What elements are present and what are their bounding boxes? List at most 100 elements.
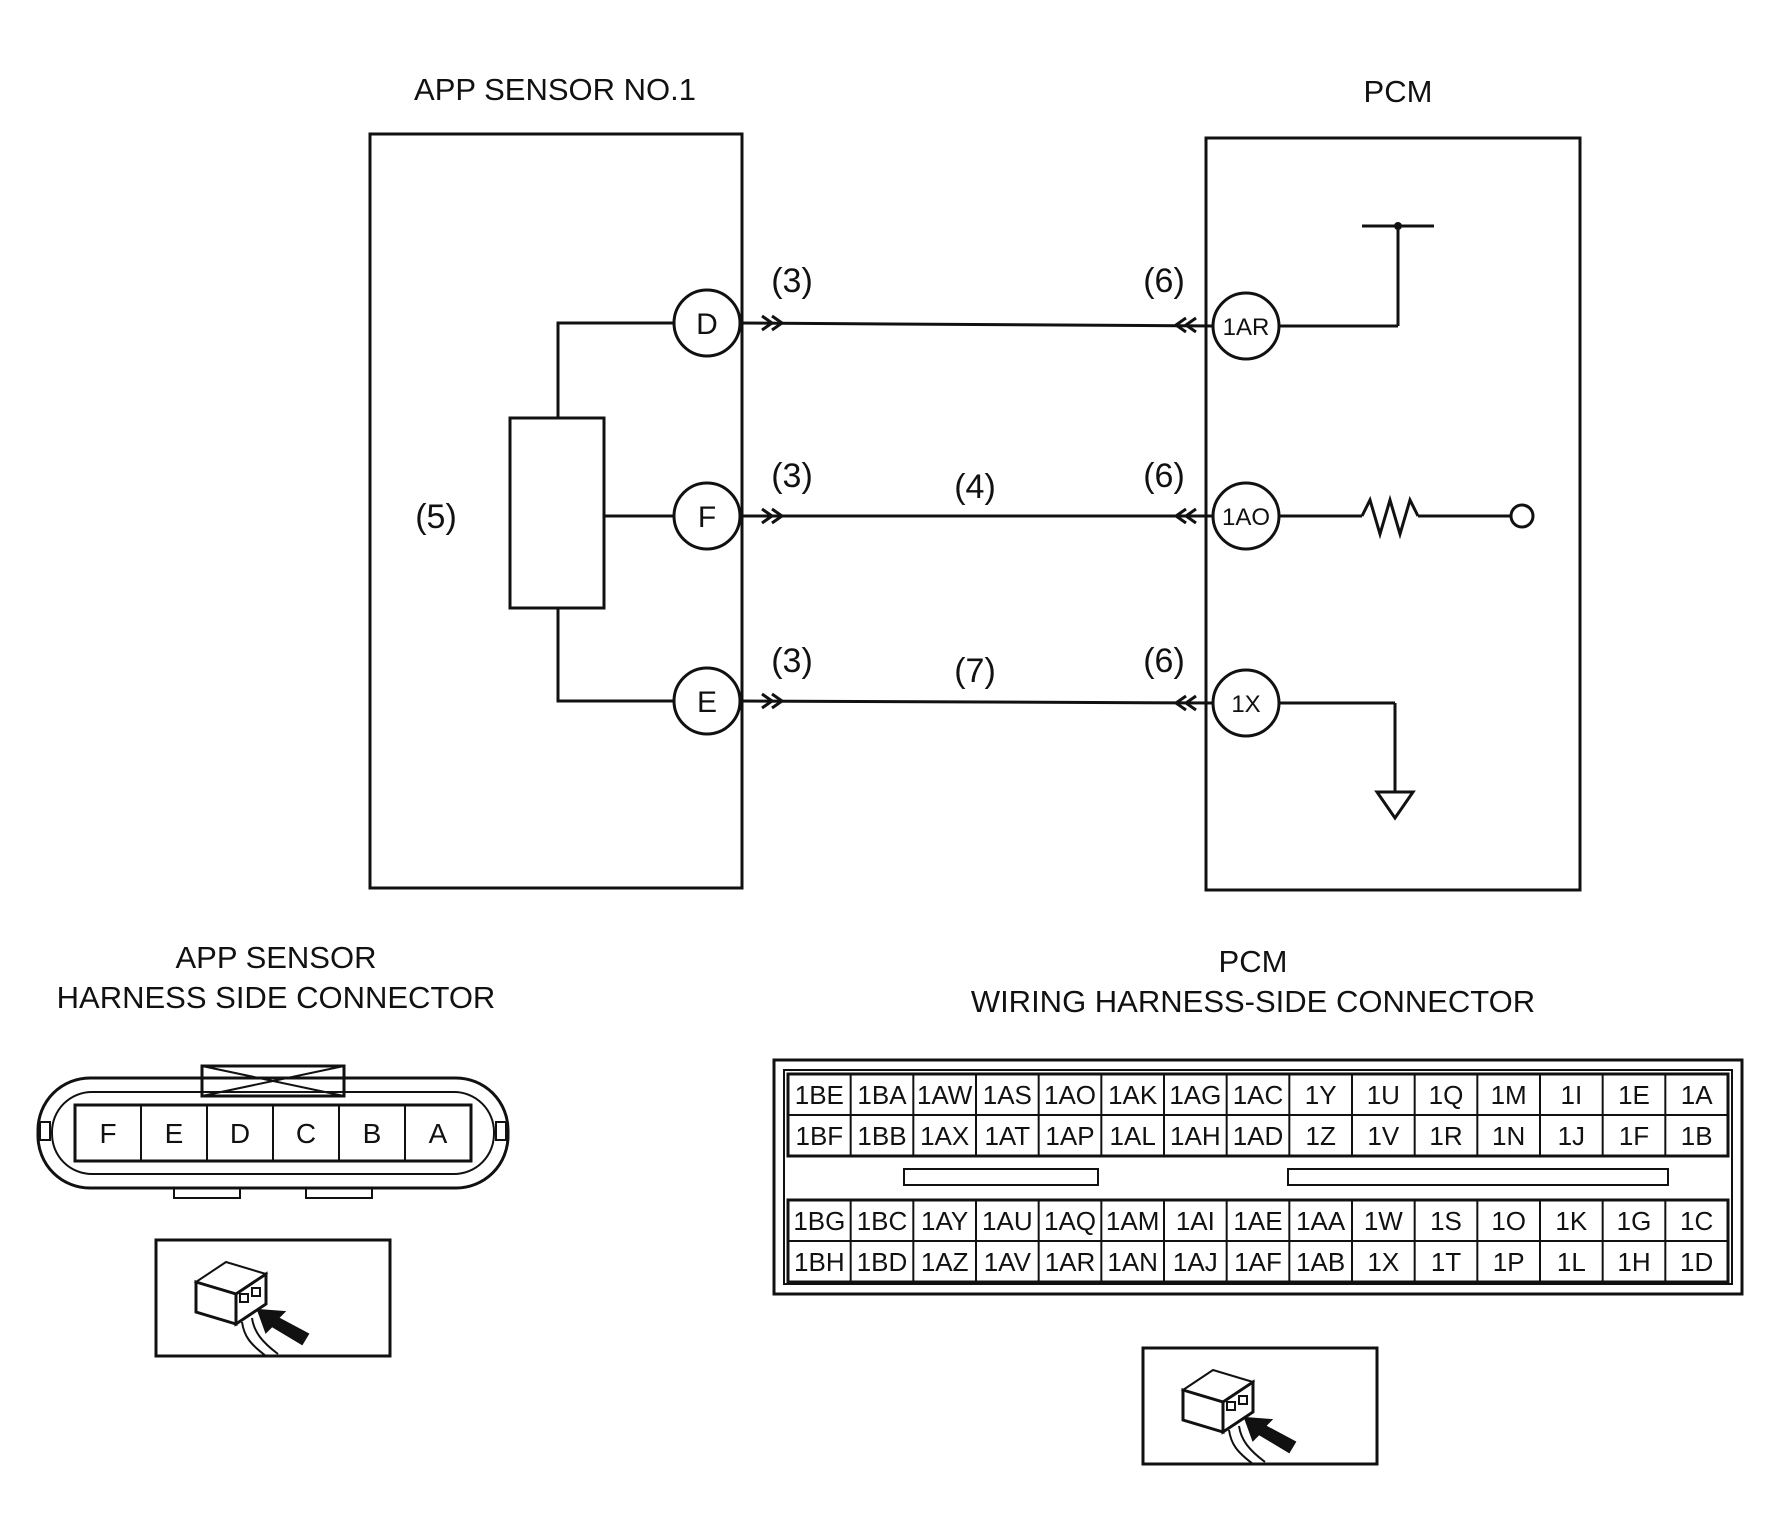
pcm-box — [1204, 136, 1582, 892]
pcm-cavity-1bh: 1BH — [794, 1247, 845, 1277]
pcm-cavity-1as: 1AS — [983, 1080, 1032, 1110]
pcm-cavity-1d: 1D — [1680, 1247, 1713, 1277]
pcm-cavity-1bb: 1BB — [857, 1121, 906, 1151]
pcm-cavity-1az: 1AZ — [921, 1247, 969, 1277]
pcm-cavity-1at: 1AT — [984, 1121, 1030, 1151]
pcm-cavity-1j: 1J — [1558, 1121, 1585, 1151]
pcm-cavity-1ay: 1AY — [921, 1206, 968, 1236]
annotation-5-body: (5) — [415, 498, 457, 536]
pcm-cavity-1n: 1N — [1492, 1121, 1525, 1151]
app-cavity-e: E — [165, 1118, 184, 1149]
connector-arrow-icon — [761, 507, 775, 525]
pcm-connector-key-right — [1287, 1168, 1669, 1186]
pcm-cavity-1k: 1K — [1555, 1206, 1587, 1236]
pcm-cavity-1bf: 1BF — [795, 1121, 843, 1151]
pcm-cavity-1ai: 1AI — [1176, 1206, 1215, 1236]
pcm-cavity-1al: 1AL — [1110, 1121, 1156, 1151]
annotation-3-e: (3) — [771, 642, 813, 680]
app-cavity-b: B — [363, 1118, 382, 1149]
pcm-cavity-1t: 1T — [1431, 1247, 1461, 1277]
pcm-title: PCM — [1364, 74, 1433, 109]
pcm-cavity-1q: 1Q — [1429, 1080, 1464, 1110]
pcm-cavity-1ao: 1AO — [1044, 1080, 1096, 1110]
pcm-cavity-1bg: 1BG — [793, 1206, 845, 1236]
app-connector-viewpoint — [154, 1238, 392, 1358]
connector-latch — [200, 1064, 346, 1098]
app-cavity-c: C — [296, 1118, 316, 1149]
pcm-pin-1x-label: 1X — [1231, 691, 1260, 718]
sensor-pin-d-label: D — [696, 308, 718, 341]
pcm-cavity-1l: 1L — [1557, 1247, 1586, 1277]
connector-view-icon — [1180, 1368, 1297, 1465]
pcm-cavity-1ab: 1AB — [1296, 1247, 1345, 1277]
annotation-7-ground-wire: (7) — [954, 652, 996, 690]
pcm-power-supply-circuit — [1279, 222, 1434, 328]
pcm-cavity-1r: 1R — [1429, 1121, 1462, 1151]
pcm-cavity-1v: 1V — [1367, 1121, 1399, 1151]
sensor-pin-d: D — [672, 288, 742, 358]
pcm-pin-1ao-label: 1AO — [1222, 504, 1270, 531]
harness-wire-d-1ar — [739, 314, 1214, 334]
pcm-cavity-1bc: 1BC — [857, 1206, 908, 1236]
sensor-element — [508, 321, 675, 703]
sensor-pin-e: E — [672, 666, 742, 736]
pcm-cavity-1e: 1E — [1618, 1080, 1650, 1110]
pcm-cavity-1ae: 1AE — [1233, 1206, 1282, 1236]
annotation-5-value: 5 — [427, 498, 446, 536]
sensor-pin-f-label: F — [698, 501, 716, 534]
pcm-pin-1x: 1X — [1211, 668, 1281, 738]
pcm-cavity-1an: 1AN — [1107, 1247, 1158, 1277]
app-cavity-a: A — [429, 1118, 448, 1149]
pcm-cavity-1ba: 1BA — [857, 1080, 907, 1110]
annotation-3-d: (3) — [771, 262, 813, 300]
pcm-cavity-1m: 1M — [1491, 1080, 1527, 1110]
pcm-connector-title-line2: WIRING HARNESS-SIDE CONNECTOR — [971, 984, 1535, 1019]
resistor-icon — [1360, 494, 1420, 540]
pcm-connector-title-line1: PCM — [1219, 944, 1288, 979]
app-connector-title-line1: APP SENSOR — [175, 940, 376, 975]
connector-arrow-icon — [761, 692, 775, 710]
connector-arrow-icon — [1183, 694, 1197, 712]
pcm-pin-1ar-label: 1AR — [1223, 314, 1270, 341]
pcm-pin-1ar: 1AR — [1211, 291, 1281, 361]
pcm-cavity-1ag: 1AG — [1169, 1080, 1221, 1110]
pcm-cavity-1aw: 1AW — [917, 1080, 973, 1110]
pcm-cavity-1ak: 1AK — [1108, 1080, 1158, 1110]
pcm-cavity-1y: 1Y — [1305, 1080, 1337, 1110]
pcm-cavity-1ap: 1AP — [1045, 1121, 1094, 1151]
pcm-cavity-1a: 1A — [1681, 1080, 1713, 1110]
pcm-cavity-1h: 1H — [1617, 1247, 1650, 1277]
app-cavity-f: F — [99, 1118, 116, 1149]
pcm-cavity-1c: 1C — [1680, 1206, 1713, 1236]
pcm-cavity-1au: 1AU — [982, 1206, 1033, 1236]
pcm-cavity-1z: 1Z — [1305, 1121, 1335, 1151]
pcm-cavity-1s: 1S — [1430, 1206, 1462, 1236]
pcm-ground-circuit — [1279, 701, 1416, 821]
annotation-4-signal-wire: (4) — [954, 468, 996, 506]
app-sensor-box — [368, 132, 744, 890]
pcm-cavity-1i: 1I — [1560, 1080, 1582, 1110]
pcm-cavity-1aa: 1AA — [1296, 1206, 1346, 1236]
harness-wire-f-1ao — [740, 507, 1213, 525]
pcm-cavity-1o: 1O — [1491, 1206, 1526, 1236]
connector-arrow-icon — [1183, 507, 1197, 525]
terminal-icon — [1509, 503, 1535, 529]
pcm-cavity-1aq: 1AQ — [1044, 1206, 1096, 1236]
ground-icon — [1374, 790, 1416, 821]
pcm-cavity-1b: 1B — [1681, 1121, 1713, 1151]
harness-wire-e-1x — [739, 692, 1214, 712]
annotation-6-1ar: (6) — [1143, 262, 1185, 300]
sensor-pin-f: F — [672, 481, 742, 551]
sensor-pin-e-label: E — [697, 686, 717, 719]
pcm-cavity-1ah: 1AH — [1170, 1121, 1221, 1151]
app-cavity-d: D — [230, 1118, 250, 1149]
pcm-cavity-1ad: 1AD — [1233, 1121, 1284, 1151]
pcm-connector-viewpoint — [1141, 1346, 1379, 1466]
pcm-signal-input-circuit — [1279, 494, 1535, 540]
pcm-cavity-1p: 1P — [1493, 1247, 1525, 1277]
